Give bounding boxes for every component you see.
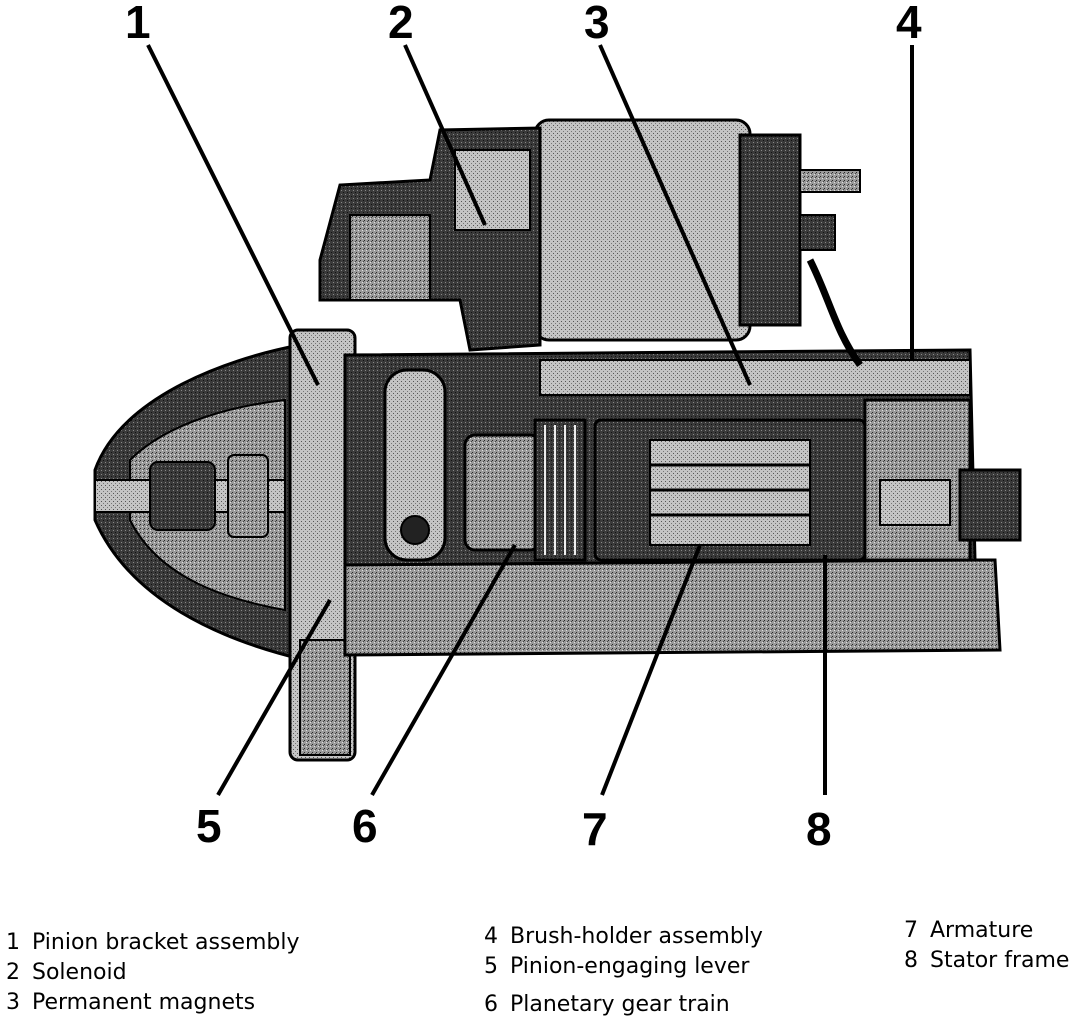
engaging-lever	[383, 368, 447, 562]
legend-number: 4	[484, 924, 498, 949]
legend-number: 8	[904, 948, 918, 973]
legend-label: Pinion-engaging lever	[510, 954, 750, 979]
leader-lines	[146, 44, 914, 796]
callout-2: 2	[388, 0, 414, 48]
leader-line-7	[600, 544, 702, 796]
leader-line-5	[216, 599, 332, 796]
leader-line-6	[370, 544, 517, 796]
starter-motor-illustration	[93, 118, 1022, 762]
solenoid-terminal	[799, 169, 861, 193]
legend-label: Permanent magnets	[32, 990, 256, 1015]
callout-4: 4	[896, 0, 922, 48]
callout-6: 6	[352, 800, 378, 852]
legend-item-2: 2 Solenoid	[6, 962, 127, 984]
legend-number: 5	[484, 954, 498, 979]
legend-label: Stator frame	[930, 948, 1070, 973]
legend-number: 2	[6, 960, 20, 985]
legend-item-4: 4 Brush-holder assembly	[484, 926, 763, 948]
callout-5: 5	[196, 800, 222, 852]
legend-number: 1	[6, 930, 20, 955]
legend-number: 6	[484, 992, 498, 1017]
planetary-gear-train	[463, 433, 542, 552]
legend-label: Pinion bracket assembly	[32, 930, 300, 955]
callout-numbers: 1 2 3 4 5 6 7 8	[125, 0, 922, 855]
legend-item-6: 6 Planetary gear train	[484, 994, 730, 1016]
legend-number: 3	[6, 990, 20, 1015]
leader-line-1	[146, 44, 320, 386]
legend-item-8: 8 Stator frame	[904, 950, 1069, 972]
legend-number: 7	[904, 918, 918, 943]
pinion-gear	[149, 461, 216, 531]
legend-item-5: 5 Pinion-engaging lever	[484, 956, 749, 978]
legend-label: Planetary gear train	[510, 992, 730, 1017]
stator-frame-body	[343, 558, 1002, 657]
legend-label: Brush-holder assembly	[510, 924, 763, 949]
legend-label: Solenoid	[32, 960, 127, 985]
callout-7: 7	[582, 803, 608, 855]
callout-3: 3	[584, 0, 610, 48]
legend-label: Armature	[930, 918, 1034, 943]
callout-8: 8	[806, 803, 832, 855]
leader-line-3	[598, 44, 752, 386]
legend-item-1: 1 Pinion bracket assembly	[6, 932, 300, 954]
legend-item-7: 7 Armature	[904, 920, 1033, 942]
leader-line-2	[403, 44, 487, 226]
callout-1: 1	[125, 0, 151, 48]
legend-item-3: 3 Permanent magnets	[6, 992, 255, 1014]
